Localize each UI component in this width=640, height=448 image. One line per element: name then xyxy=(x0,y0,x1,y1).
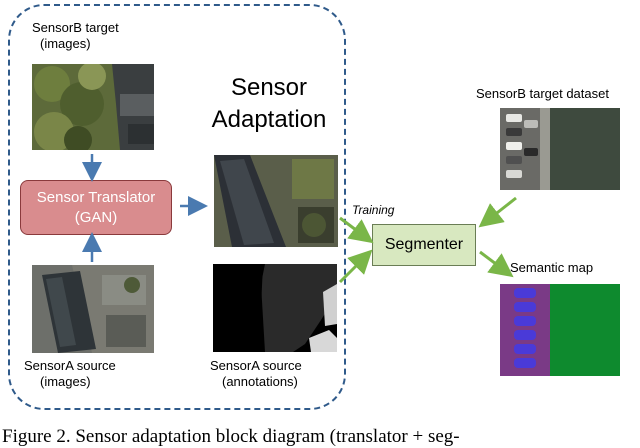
semantic-map-label: Semantic map xyxy=(510,260,594,275)
sensora-source-annotations-label: SensorA source (annotations) xyxy=(210,358,302,390)
arrow-segmenter-to-map xyxy=(479,250,514,278)
adaptation-title: Sensor Adaptation xyxy=(204,72,334,136)
translator-label-line1: Sensor Translator xyxy=(36,189,156,206)
sensorb-target-image xyxy=(32,64,154,150)
adaptation-title-line1: Sensor xyxy=(230,74,308,101)
sensora-annot-label-line2: (annotations) xyxy=(222,374,298,389)
figure-caption: Figure 2. Sensor adaptation block diagra… xyxy=(2,426,460,447)
sensora-annot-label-line1: SensorA source xyxy=(210,358,302,373)
sensor-adaptation-region xyxy=(8,4,346,410)
annotations-image xyxy=(213,264,337,352)
sensorb-target-dataset-label: SensorB target dataset xyxy=(476,86,609,101)
sensorb-target-dataset-image xyxy=(500,108,620,190)
sensorb-target-label: SensorB target (images) xyxy=(32,20,119,52)
training-label: Training xyxy=(352,203,395,217)
translator-label-line2: (GAN) xyxy=(74,209,118,226)
sensora-source-images-label: SensorA source (images) xyxy=(24,358,116,390)
sensora-source-image xyxy=(32,265,154,353)
arrow-annotations-to-segmenter xyxy=(338,249,373,284)
sensora-images-label-line2: (images) xyxy=(40,374,91,389)
arrow-dataset-to-segmenter xyxy=(478,196,517,228)
semantic-map-image xyxy=(500,284,620,376)
adaptation-title-line2: Adaptation xyxy=(211,106,327,133)
sensorb-target-label-line2: (images) xyxy=(40,36,91,51)
arrow-translated-to-segmenter xyxy=(339,216,374,244)
segmenter-box: Segmenter xyxy=(372,224,476,266)
sensora-images-label-line1: SensorA source xyxy=(24,358,116,373)
sensorb-target-label-line1: SensorB target xyxy=(32,20,119,35)
translated-image xyxy=(214,155,338,247)
